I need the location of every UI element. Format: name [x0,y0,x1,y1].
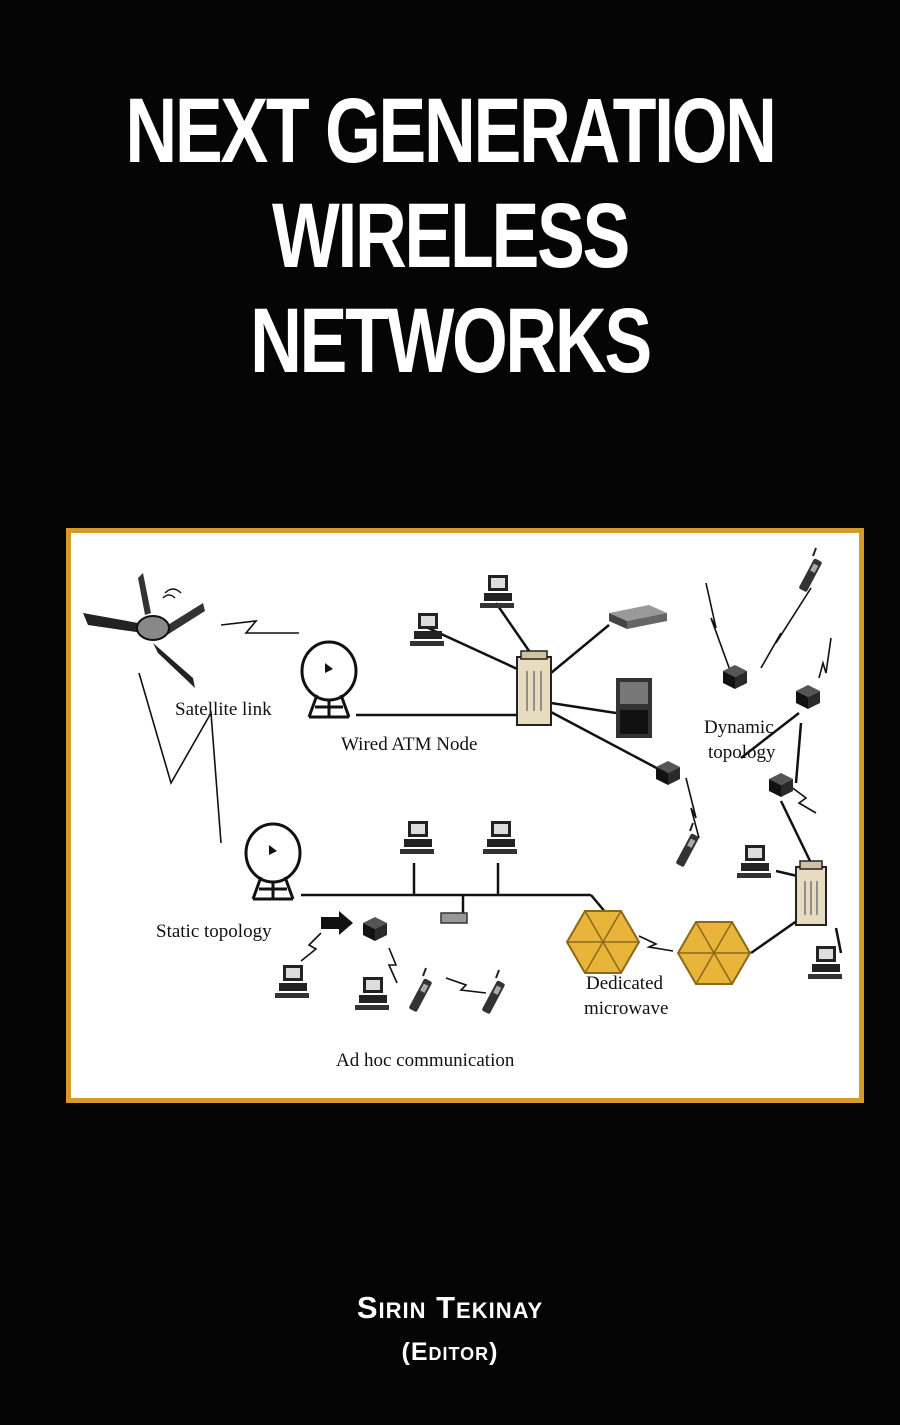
computer-icon [275,965,309,998]
atm-switch-icon [516,650,552,726]
computer-icon [737,845,771,878]
atm-switch-icon [795,860,827,926]
label-dedicated-microwave-line1: Dedicated [586,973,664,994]
wireless-node-icon [363,917,387,941]
mobile-phone-icon [797,547,824,594]
label-dynamic-topology-line2: topology [708,742,776,763]
wired-links [301,602,843,955]
title-line-3: NETWORKS [250,290,652,392]
wireless-node-icon [723,665,747,689]
label-static-topology: Static topology [156,921,272,942]
modem-icon [440,912,468,924]
satellite-icon [83,573,205,688]
computer-icon [483,821,517,854]
label-dedicated-microwave-line2: microwave [584,998,668,1019]
author-role: (Editor) [401,1338,499,1366]
wireless-node-icon [796,685,820,709]
wireless-node-icon [769,773,793,797]
arrow-right-icon [321,911,353,935]
title-line-2: WIRELESS [271,185,630,287]
satellite-dish-icon [300,640,358,719]
server-cabinet-icon [616,678,652,738]
title-line-1: NEXT GENERATION [125,80,777,182]
modem-icon [609,605,667,629]
network-diagram: Satellite link Wired ATM Node Dynamic to… [83,547,843,1071]
satellite-dish-icon [244,822,302,901]
network-diagram-frame: Satellite link Wired ATM Node Dynamic to… [66,528,864,1103]
label-satellite-link: Satellite link [175,699,272,720]
mobile-phone-icon [674,822,701,869]
computer-icon [400,821,434,854]
label-ad-hoc-communication: Ad hoc communication [336,1050,515,1071]
computer-icon [480,575,514,608]
author-name: Sirin Tekinay [356,1290,544,1325]
computer-icon [808,946,842,979]
label-dynamic-topology-line1: Dynamic [704,717,774,738]
wireless-links [138,582,832,994]
label-wired-atm-node: Wired ATM Node [341,734,477,755]
microwave-cell-icon [677,921,751,985]
mobile-phone-icon [407,967,434,1014]
computer-icon [355,977,389,1010]
microwave-cell-icon [566,910,640,974]
computer-icon [410,613,444,646]
wireless-node-icon [656,761,680,785]
